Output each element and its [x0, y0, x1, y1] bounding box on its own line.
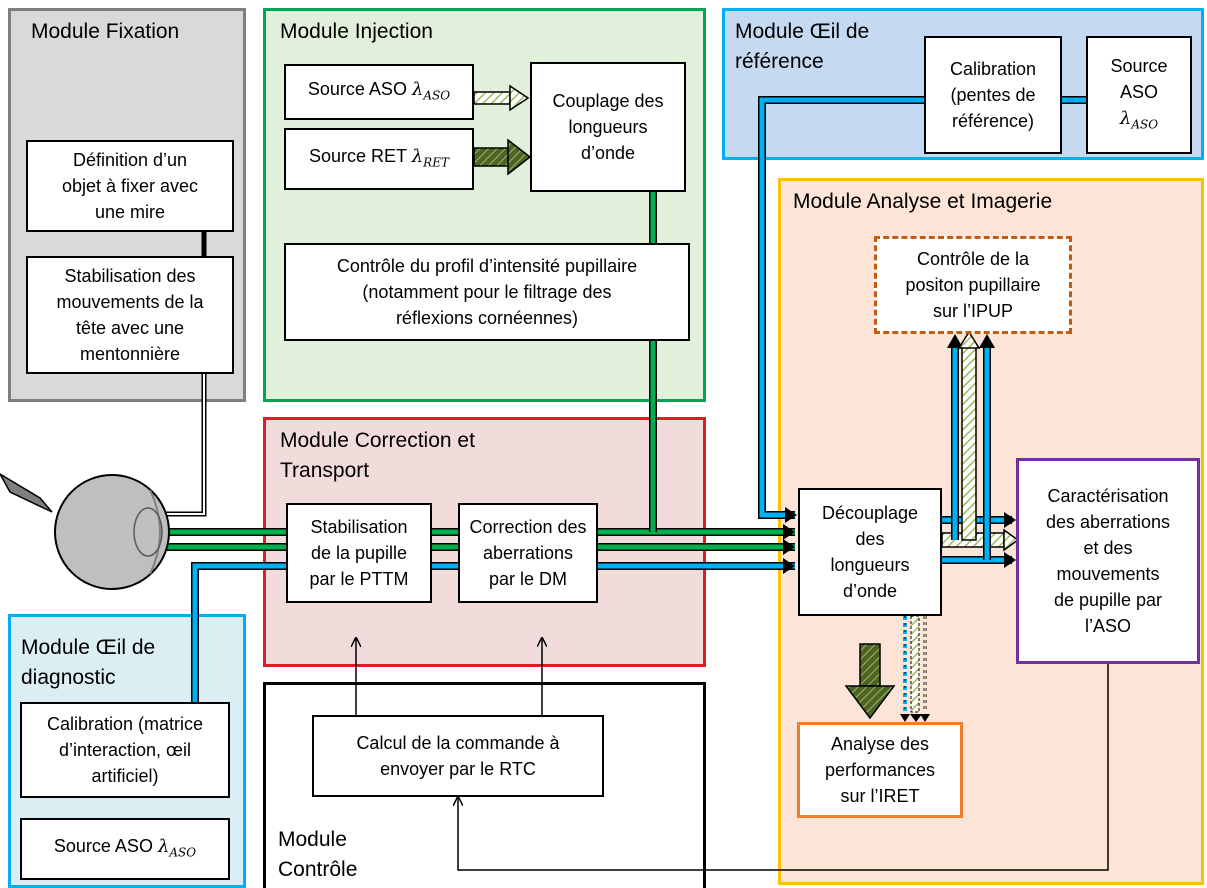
couplage-box: Couplage des longueurs d’onde [530, 62, 686, 192]
stabilisation-pupille-box: Stabilisation de la pupille par le PTTM [286, 503, 432, 603]
source-aso-ref-label: Source ASO λASO [1110, 55, 1168, 132]
definition-objet-box: Définition d’un objet à fixer avec une m… [26, 140, 234, 232]
source-arrows [473, 84, 532, 176]
decouplage-box: Découplage des longueurs d’onde [798, 488, 942, 616]
stabilisation-tete-box: Stabilisation des mouvements de la tête … [26, 256, 234, 374]
decouplage-to-position [947, 330, 995, 560]
source-aso-ref-box: Source ASO λASO [1086, 36, 1192, 154]
module-oeil-reference-title: Module Œil de référence [735, 20, 870, 73]
module-oeil-diagnostic-title: Module Œil de diagnostic [21, 636, 156, 689]
source-aso-diag-label: Source ASO λASO [53, 835, 197, 860]
calibration-ref-box: Calibration (pentes de référence) [924, 36, 1062, 154]
source-aso-injection-label: Source ASO λASO [307, 78, 451, 103]
calcul-commande-box: Calcul de la commande à envoyer par le R… [312, 715, 604, 797]
source-aso-diag-box: Source ASO λASO [20, 818, 230, 880]
module-injection-title: Module Injection [280, 20, 433, 43]
controle-profil-box: Contrôle du profil d’intensité pupillair… [284, 243, 690, 341]
module-correction-title: Module Correction et Transport [280, 429, 475, 482]
eye-icon [0, 473, 170, 590]
source-ret-label: Source RET λRET [309, 145, 449, 170]
caracterisation-box: Caractérisation des aberrations et des m… [1016, 458, 1200, 664]
calibration-diag-box: Calibration (matrice d’interaction, œil … [20, 702, 230, 798]
analyse-performances-box: Analyse des performances sur l’IRET [797, 722, 963, 818]
source-ret-box: Source RET λRET [284, 128, 474, 190]
reference-link [758, 96, 1086, 523]
source-aso-injection-box: Source ASO λASO [284, 64, 474, 120]
module-controle-title: Module Contrôle [278, 828, 358, 881]
module-analyse-title: Module Analyse et Imagerie [793, 190, 1053, 213]
controle-position-box: Contrôle de la positon pupillaire sur l’… [874, 236, 1072, 334]
module-fixation-title: Module Fixation [31, 20, 180, 43]
correction-aberrations-box: Correction des aberrations par le DM [458, 503, 598, 603]
decouplage-to-performances [844, 615, 930, 722]
